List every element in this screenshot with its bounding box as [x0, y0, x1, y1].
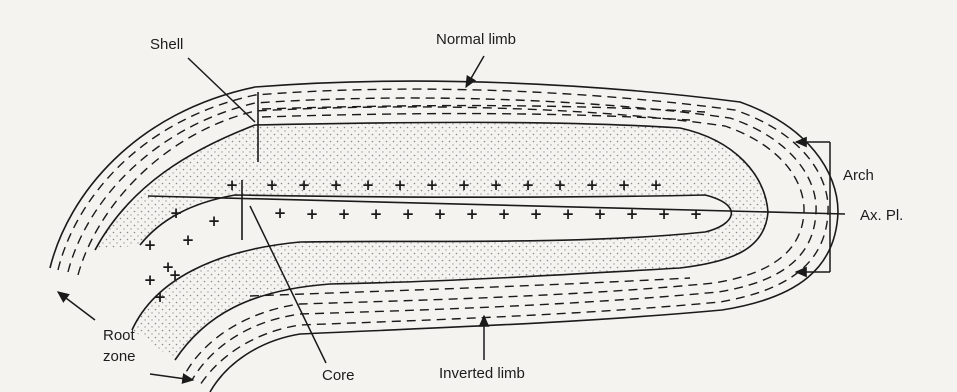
core-plus-symbol: + — [154, 288, 167, 306]
core-plus-symbol: + — [466, 205, 479, 223]
core-plus-symbol: + — [554, 176, 567, 194]
root-label: Root — [103, 327, 136, 344]
core-plus-symbol: + — [266, 176, 279, 194]
core-plus-symbol: + — [626, 205, 639, 223]
core-plus-symbol: + — [434, 205, 447, 223]
zone-label: zone — [103, 348, 136, 365]
core-plus-symbol: + — [562, 205, 575, 223]
core-plus-symbol: + — [298, 176, 311, 194]
shell-label: Shell — [150, 36, 183, 53]
core-plus-symbol: + — [618, 176, 631, 194]
core-plus-symbol: + — [338, 205, 351, 223]
core-plus-symbol: + — [170, 204, 183, 222]
core-plus-symbol: + — [144, 271, 157, 289]
core-plus-symbol: + — [226, 176, 239, 194]
inverted-limb-label: Inverted limb — [439, 365, 525, 382]
core-plus-symbol: + — [522, 176, 535, 194]
core-plus-symbol: + — [490, 176, 503, 194]
core-plus-symbol: + — [402, 205, 415, 223]
core-plus-symbol: + — [182, 231, 195, 249]
core-plus-symbol: + — [144, 236, 157, 254]
core-plus-symbol: + — [306, 205, 319, 223]
core-plus-symbol: + — [586, 176, 599, 194]
core-plus-symbol: + — [530, 205, 543, 223]
core-label: Core — [322, 367, 355, 384]
core-plus-symbol: + — [594, 205, 607, 223]
core-plus-symbol: + — [458, 176, 471, 194]
core-plus-symbol: + — [330, 176, 343, 194]
zone-arrow — [150, 374, 193, 380]
axial-plane-label: Ax. Pl. — [860, 207, 903, 224]
normal-limb-label: Normal limb — [436, 31, 516, 48]
core-plus-symbol: + — [370, 205, 383, 223]
core-plus-symbol: + — [650, 176, 663, 194]
arch-label: Arch — [843, 167, 874, 184]
core-plus-symbol: + — [498, 205, 511, 223]
core-plus-symbol: + — [208, 212, 221, 230]
root-arrow — [58, 292, 95, 320]
core-plus-symbol: + — [658, 205, 671, 223]
core-plus-symbol: + — [394, 176, 407, 194]
core-plus-symbol: + — [690, 205, 703, 223]
normal-limb-dashed-2 — [262, 106, 705, 112]
core-plus-symbol: + — [362, 176, 375, 194]
core-plus-symbol: + — [274, 204, 287, 222]
core-plus-symbol: + — [426, 176, 439, 194]
core-plus-symbol: + — [169, 266, 182, 284]
